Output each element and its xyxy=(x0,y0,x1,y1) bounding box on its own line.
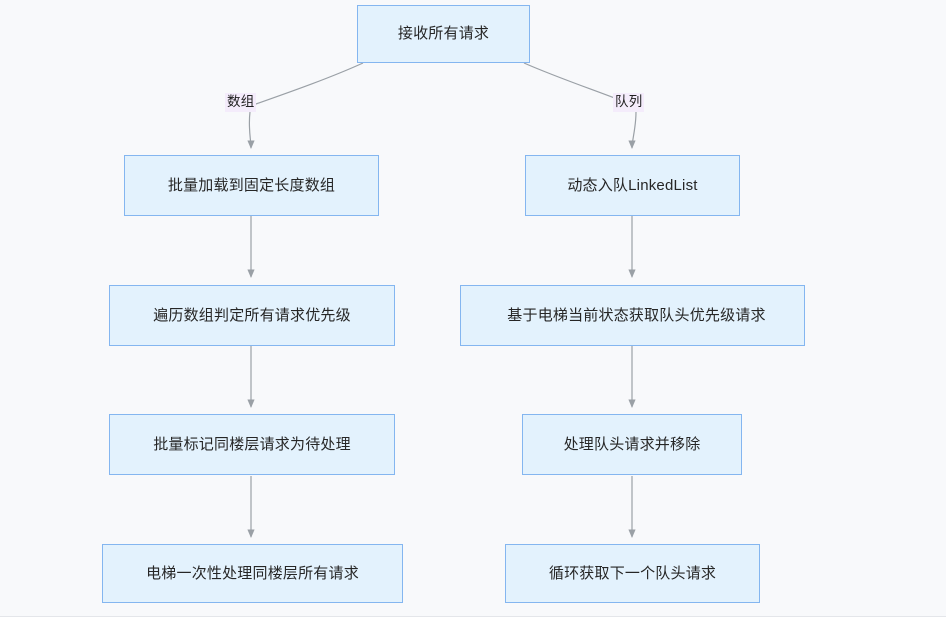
edge-label-array: 数组 xyxy=(225,93,257,112)
node-queue-3[interactable]: 处理队头请求并移除 xyxy=(522,414,742,475)
node-queue-2-label: 基于电梯当前状态获取队头优先级请求 xyxy=(507,306,766,324)
node-queue-1-label: 动态入队LinkedList xyxy=(567,176,698,194)
bottom-divider xyxy=(0,616,946,631)
node-queue-4-label: 循环获取下一个队头请求 xyxy=(548,564,717,582)
node-queue-1[interactable]: 动态入队LinkedList xyxy=(525,155,740,216)
edge-root-to-array xyxy=(255,62,364,105)
node-array-2[interactable]: 遍历数组判定所有请求优先级 xyxy=(109,285,395,346)
node-root-label: 接收所有请求 xyxy=(397,25,490,42)
node-array-3-label: 批量标记同楼层请求为待处理 xyxy=(153,435,351,453)
node-array-3[interactable]: 批量标记同楼层请求为待处理 xyxy=(109,414,395,475)
edge-array-label-to-array1 xyxy=(247,111,255,149)
node-array-1-label: 批量加载到固定长度数组 xyxy=(167,176,336,194)
edge-queue-label-to-queue1 xyxy=(628,111,637,149)
node-queue-2[interactable]: 基于电梯当前状态获取队头优先级请求 xyxy=(460,285,805,346)
node-array-2-label: 遍历数组判定所有请求优先级 xyxy=(153,306,351,324)
node-queue-3-label: 处理队头请求并移除 xyxy=(563,435,701,453)
node-array-1[interactable]: 批量加载到固定长度数组 xyxy=(124,155,379,216)
node-array-4-label: 电梯一次性处理同楼层所有请求 xyxy=(146,564,359,582)
edge-label-queue: 队列 xyxy=(613,93,645,112)
node-queue-4[interactable]: 循环获取下一个队头请求 xyxy=(505,544,760,603)
node-root[interactable]: 接收所有请求 xyxy=(357,5,530,63)
node-array-4[interactable]: 电梯一次性处理同楼层所有请求 xyxy=(102,544,403,603)
